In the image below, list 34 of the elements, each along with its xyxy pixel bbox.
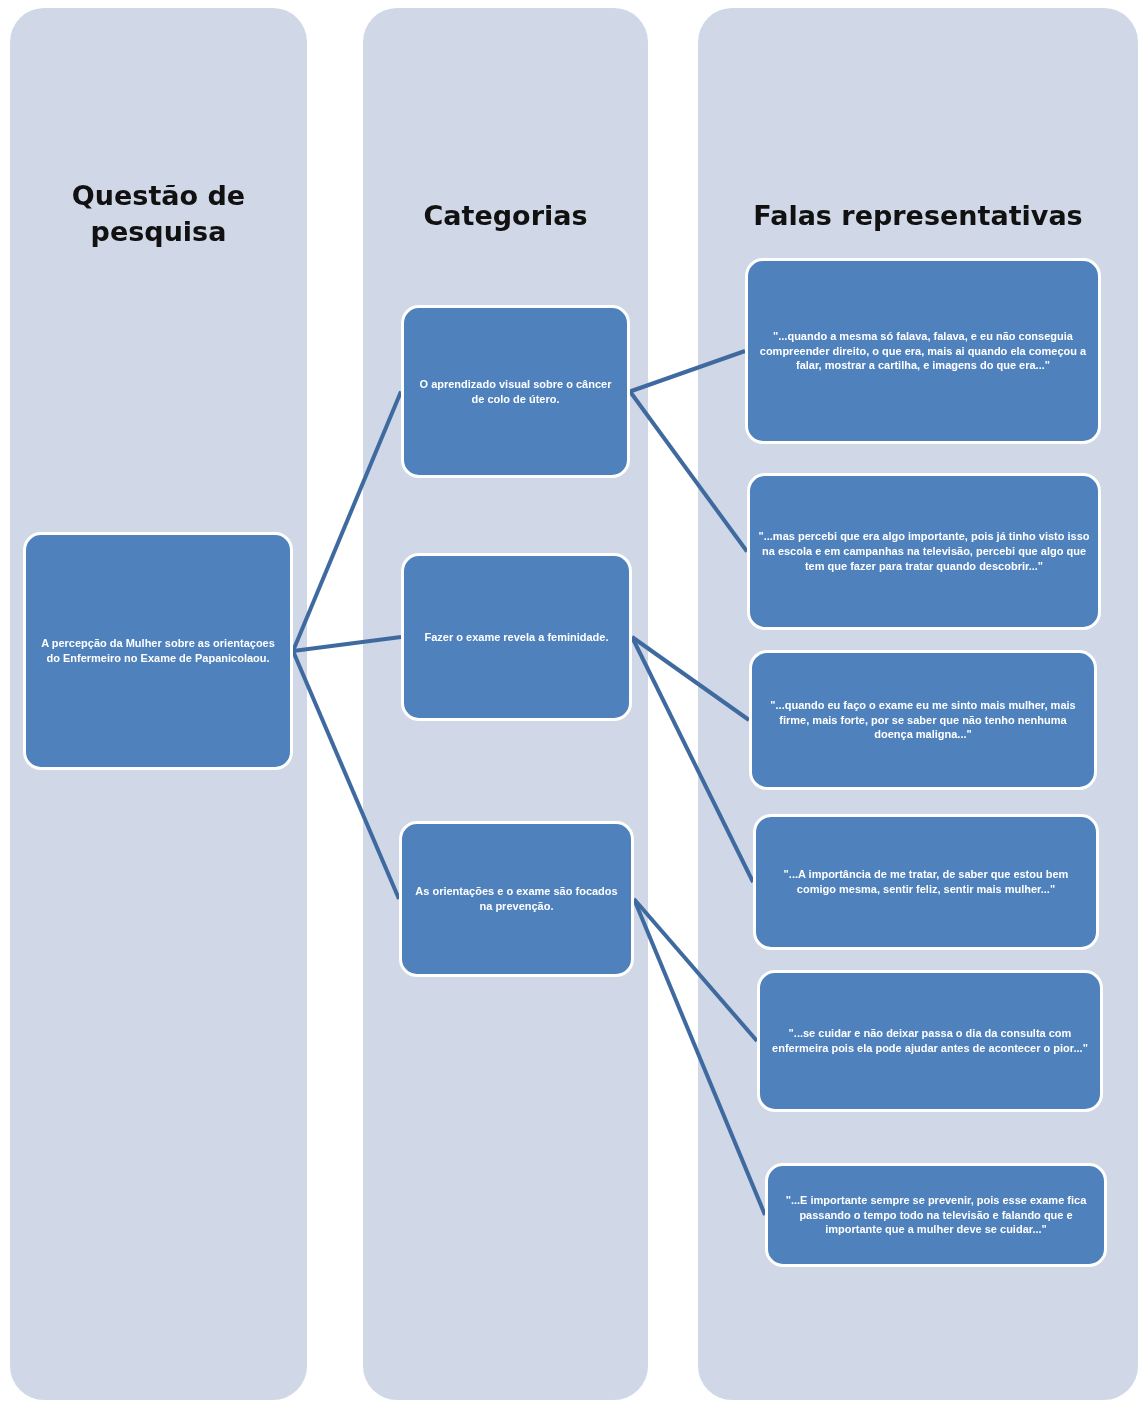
connector-line bbox=[291, 390, 403, 652]
quote-box bbox=[757, 970, 1103, 1112]
quote-box bbox=[745, 258, 1101, 444]
quote-box bbox=[749, 650, 1097, 790]
box-text: As orientações e o exame são focados na prevenção. bbox=[414, 884, 619, 914]
box-text: A percepção da Mulher sobre as orientaçoes do Enfermeiro no Exame de Papanicolaou. bbox=[40, 636, 276, 666]
research-question-box bbox=[23, 532, 293, 770]
box-text: "...se cuidar e não deixar passa o dia da consulta com enfermeira pois ela pode ajudar antes de acontecer o pior..." bbox=[771, 1026, 1089, 1056]
column-heading: Categorias bbox=[423, 199, 588, 233]
quote-box bbox=[753, 814, 1099, 950]
category-box bbox=[401, 305, 630, 478]
category-box bbox=[399, 821, 634, 977]
box-text: Fazer o exame revela a feminidade. bbox=[424, 629, 609, 645]
column-panel bbox=[10, 8, 307, 1400]
connector-line bbox=[632, 898, 767, 1216]
connector-line bbox=[630, 636, 755, 883]
connector-line bbox=[630, 635, 751, 722]
connector-line bbox=[291, 650, 401, 900]
box-text: "...A importância de me tratar, de saber que estou bem comigo mesma, sentir feliz, sentir mais mulher..." bbox=[782, 867, 1070, 897]
connector-line bbox=[628, 390, 749, 553]
column-panel bbox=[363, 8, 648, 1400]
box-text: "...mas percebi que era algo importante, pois já tinho visto isso na escola e em campanhas na televisão, percebi que algo que tem que fazer para tratar quando descobrir..." bbox=[758, 529, 1090, 574]
box-text: O aprendizado visual sobre o câncer de colo de útero. bbox=[418, 376, 613, 407]
quote-box bbox=[747, 473, 1101, 630]
connector-line bbox=[292, 635, 402, 653]
column-heading: Questão de pesquisa bbox=[70, 179, 247, 250]
box-text: "...E importante sempre se prevenir, pois esse exame fica passando o tempo todo na televisão e falando que e importante que a mulher deve se cuidar..." bbox=[784, 1192, 1088, 1238]
quote-box bbox=[765, 1163, 1107, 1267]
box-text: "...quando a mesma só falava, falava, e eu não conseguia compreender direito, o que era, mais ai quando ela começou a falar, mostrar a cartilha, e imagens do que era..." bbox=[758, 328, 1088, 374]
box-text: "...quando eu faço o exame eu me sinto mais mulher, mais firme, mais forte, por se saber que não tenho nenhuma doença maligna..." bbox=[769, 697, 1077, 743]
column-panel bbox=[698, 8, 1138, 1400]
connector-line bbox=[629, 349, 746, 394]
column-heading: Falas representativas bbox=[753, 199, 1083, 233]
category-box bbox=[401, 553, 632, 721]
